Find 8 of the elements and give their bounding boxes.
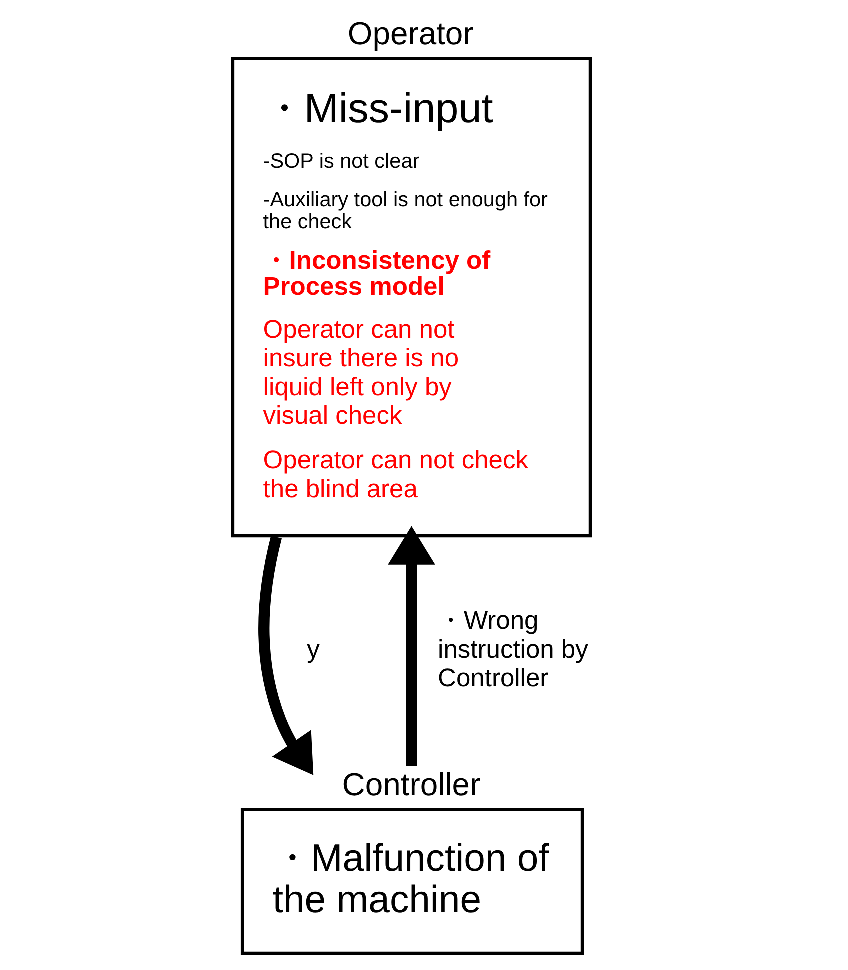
edge-label: y (306, 636, 320, 664)
node-label: Controller (342, 766, 480, 802)
arrow (388, 526, 435, 766)
edge-label: ・Wrong instruction by Controller (438, 607, 588, 693)
arrow (258, 536, 314, 776)
node-box: ・Malfunction of the machine (240, 808, 584, 956)
node-box: ・Miss-input -SOP is not clear -Auxiliary tool is not enough for the check ・Inconsistency of Process model Operator can not insure there is no liquid left only by visual check Operator can not check the blind area (230, 57, 592, 538)
node-label: Operator (347, 16, 474, 52)
